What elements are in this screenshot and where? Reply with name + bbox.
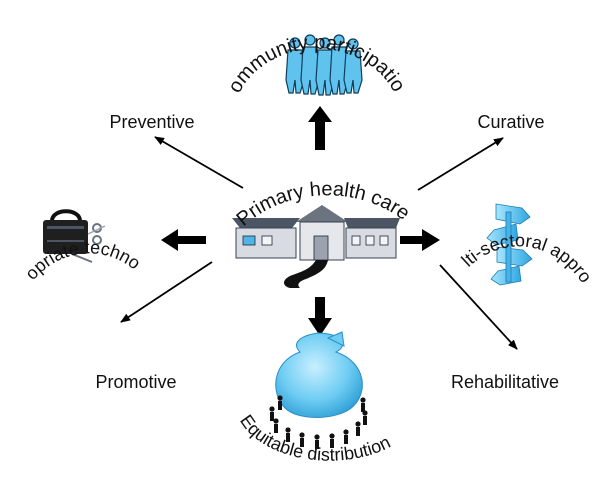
health-center-building-icon (232, 205, 400, 288)
arrow-to-preventive (154, 136, 244, 189)
block-arrow-down (308, 297, 332, 336)
curative-label: Curative (477, 112, 544, 132)
appropriate-technology-label: Appropriate technology (0, 0, 144, 284)
people-group-icon (285, 34, 363, 96)
preventive-label: Preventive (109, 112, 194, 132)
arrow-to-promotive (120, 261, 213, 323)
block-arrow-up (308, 106, 332, 150)
promotive-label: Promotive (95, 372, 176, 392)
medical-bag-icon (43, 209, 106, 263)
rehabilitative-label: Rehabilitative (451, 372, 559, 392)
block-arrow-left (161, 229, 206, 251)
arrow-to-rehabilitative (439, 264, 518, 350)
people-circle-icon (269, 331, 368, 449)
arrow-to-curative (417, 137, 504, 191)
signpost-arrows-icon (486, 203, 533, 286)
block-arrow-right (400, 229, 440, 251)
